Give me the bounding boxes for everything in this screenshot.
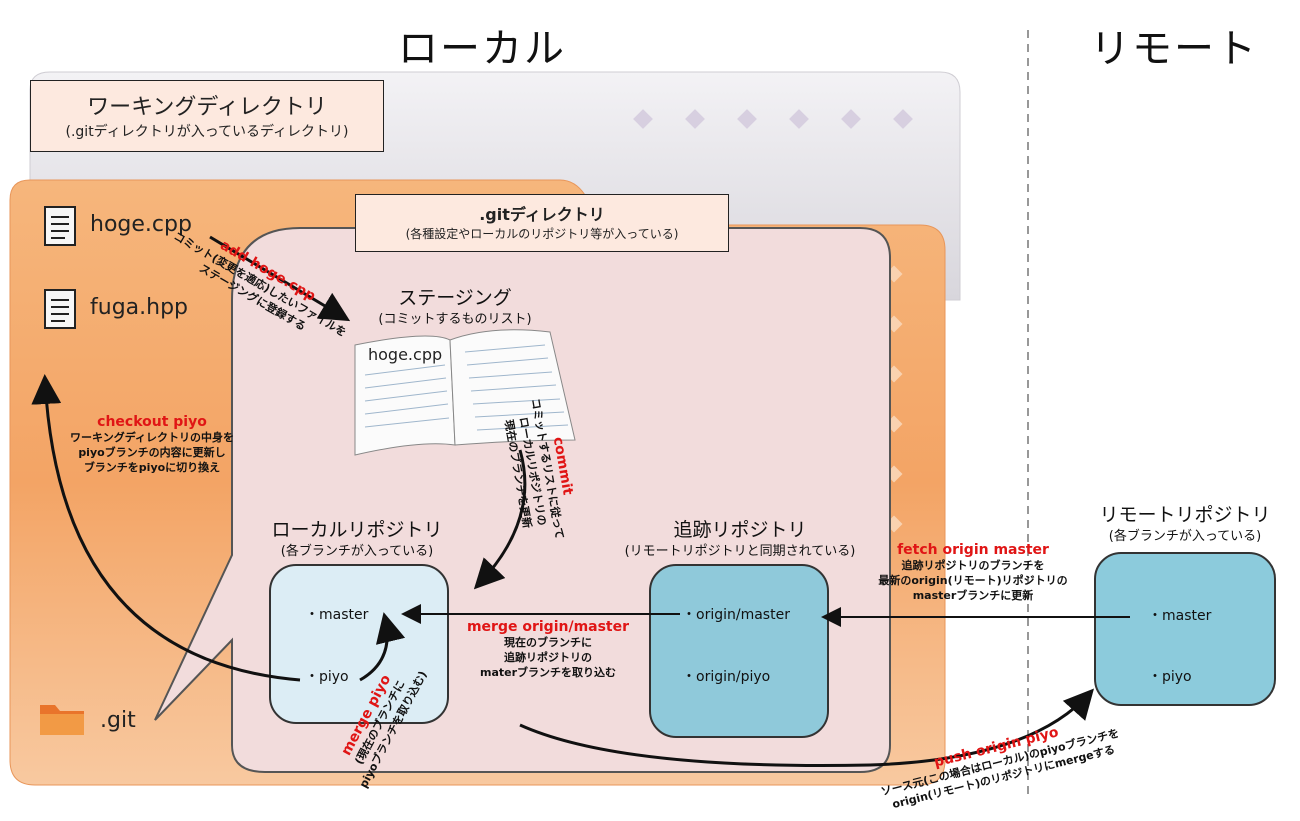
add-arrow: [209, 235, 351, 322]
folder-git[interactable]: .git: [100, 708, 136, 733]
staging-subtitle: (コミットするものリスト): [378, 312, 532, 327]
local-branch-piyo[interactable]: ・piyo: [305, 669, 349, 685]
staging-book-icon: [354, 329, 576, 456]
push-arrow: [519, 688, 1095, 767]
command-fetch-desc-1: 追跡リポジトリのブランチを: [901, 559, 1045, 572]
command-merge-origin: merge origin/master 現在のブランチに 追跡リポジトリの ma…: [448, 620, 648, 680]
local-repo-box: [269, 564, 449, 724]
command-checkout-label: checkout piyo: [97, 414, 207, 430]
tracking-repo-box: [649, 564, 829, 738]
file-fuga[interactable]: fuga.hpp: [90, 295, 189, 320]
command-checkout: checkout piyo ワーキングディレクトリの中身を piyoブランチの内…: [52, 415, 252, 475]
working-dir-title: ワーキングディレクトリ: [87, 95, 327, 120]
commit-arrow: [473, 449, 527, 590]
command-merge-origin-desc-2: 追跡リポジトリの: [504, 651, 592, 664]
staging-item: hoge.cpp: [368, 345, 443, 364]
remote-repo-title: リモートリポジトリ: [1099, 504, 1271, 526]
staging-title: ステージング: [398, 287, 512, 309]
command-checkout-desc-3: ブランチをpiyoに切り換え: [83, 461, 221, 474]
command-fetch-desc-3: masterブランチに更新: [912, 589, 1034, 602]
command-checkout-desc-1: ワーキングディレクトリの中身を: [70, 431, 234, 444]
remote-repo-subtitle: (各ブランチが入っている): [1108, 529, 1262, 544]
local-repo-title: ローカルリポジトリ: [271, 519, 443, 541]
folder-icon-git: [40, 705, 84, 735]
merge-arrow: [359, 612, 406, 682]
local-branch-master[interactable]: ・master: [305, 607, 369, 623]
command-fetch-label: fetch origin master: [897, 542, 1049, 558]
file-icon-hoge: [44, 206, 76, 246]
git-dir-label: .gitディレクトリ (各種設定やローカルのリポジトリ等が入っている): [355, 194, 729, 252]
file-hoge[interactable]: hoge.cpp: [90, 212, 192, 237]
remote-branch-master[interactable]: ・master: [1148, 608, 1212, 624]
tracking-branch-origin-piyo[interactable]: ・origin/piyo: [682, 669, 771, 685]
command-fetch: fetch origin master 追跡リポジトリのブランチを 最新のori…: [858, 543, 1088, 603]
git-dir-subtitle: (各種設定やローカルのリポジトリ等が入っている): [405, 227, 679, 241]
tracking-repo-title: 追跡リポジトリ: [673, 519, 807, 541]
command-fetch-desc-2: 最新のorigin(リモート)リポジトリの: [878, 574, 1068, 587]
local-repo-subtitle: (各ブランチが入っている): [280, 544, 434, 559]
tracking-repo-subtitle: (リモートリポジトリと同期されている): [624, 544, 856, 559]
working-dir-label: ワーキングディレクトリ (.gitディレクトリが入っているディレクトリ): [30, 80, 384, 152]
heading-remote: リモート: [1090, 26, 1258, 72]
git-dir-title: .gitディレクトリ: [479, 205, 605, 224]
heading-local: ローカル: [398, 26, 566, 72]
file-icon-fuga: [44, 289, 76, 329]
tracking-branch-origin-master[interactable]: ・origin/master: [682, 607, 790, 623]
remote-branch-piyo[interactable]: ・piyo: [1148, 669, 1192, 685]
command-merge-origin-label: merge origin/master: [466, 619, 630, 635]
command-merge-origin-desc-1: 現在のブランチに: [504, 636, 592, 649]
working-dir-subtitle: (.gitディレクトリが入っているディレクトリ): [65, 124, 349, 140]
command-merge-origin-desc-3: materブランチを取り込む: [479, 666, 617, 679]
checkout-arrow: [31, 374, 301, 682]
remote-repo-box: [1094, 552, 1276, 706]
command-checkout-desc-2: piyoブランチの内容に更新し: [78, 446, 226, 459]
